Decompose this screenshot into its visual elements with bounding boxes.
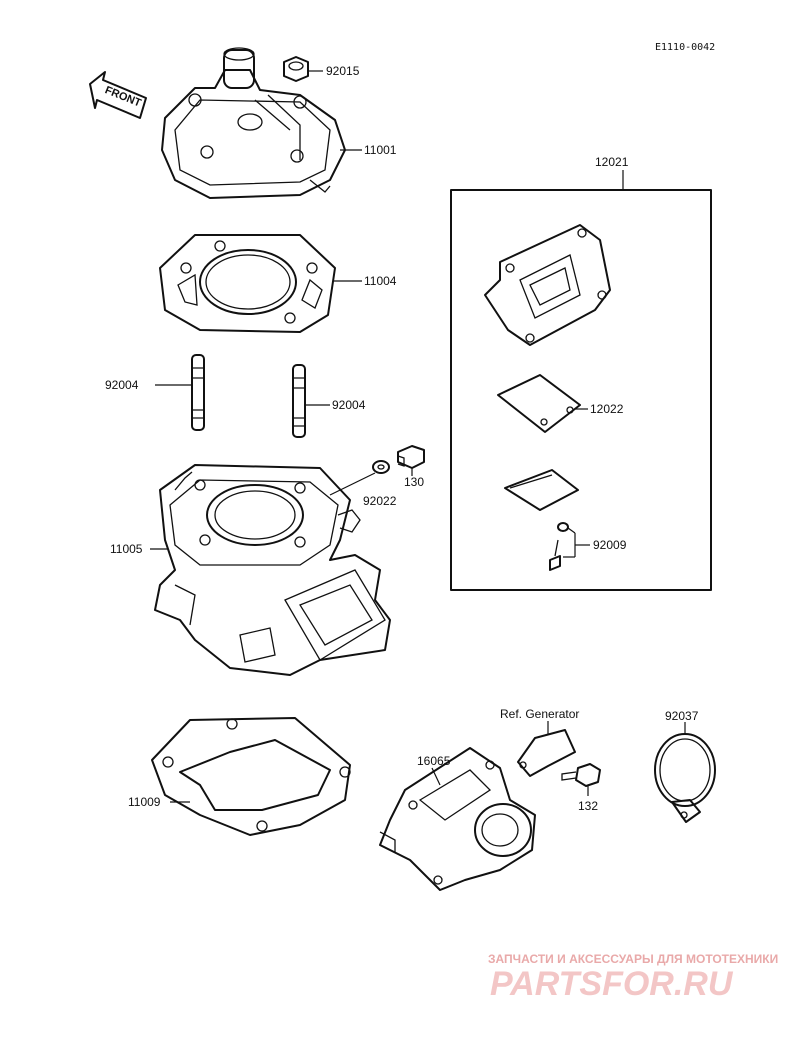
front-arrow-icon: FRONT bbox=[89, 71, 147, 119]
stud-92004-right bbox=[292, 364, 306, 438]
callout-92004-right: 92004 bbox=[332, 398, 366, 412]
clamp-92037 bbox=[654, 733, 716, 823]
callout-12021: 12021 bbox=[595, 155, 629, 169]
callout-11001: 11001 bbox=[364, 143, 397, 157]
callout-11004: 11004 bbox=[364, 274, 397, 288]
callout-92037: 92037 bbox=[665, 709, 699, 723]
reed-stopper bbox=[504, 469, 579, 511]
screw-92009 bbox=[549, 522, 569, 571]
callout-132: 132 bbox=[578, 799, 598, 813]
callout-11005: 11005 bbox=[110, 542, 143, 556]
watermark-line2: PARTSFOR.RU bbox=[490, 965, 734, 1003]
callout-11009: 11009 bbox=[128, 795, 161, 809]
stud-92004-left bbox=[191, 354, 205, 431]
reed-plate-12022 bbox=[497, 374, 581, 433]
bolt-132 bbox=[561, 763, 601, 787]
callout-92015: 92015 bbox=[326, 64, 360, 78]
base-gasket-11009 bbox=[151, 717, 351, 836]
callout-92004-left: 92004 bbox=[105, 378, 139, 392]
head-gasket-11004 bbox=[159, 234, 336, 333]
bolt-130 bbox=[397, 445, 425, 469]
watermark-line1: ЗАПЧАСТИ И АКСЕССУАРЫ ДЛЯ МОТОТЕХНИКИ bbox=[488, 952, 778, 966]
reed-valve-block bbox=[484, 224, 611, 346]
diagram-code: E1110-0042 bbox=[655, 42, 715, 53]
intake-manifold-16065 bbox=[379, 747, 536, 891]
cylinder-head-11001 bbox=[161, 47, 346, 199]
cylinder-11005 bbox=[154, 464, 391, 676]
callout-92009: 92009 bbox=[593, 538, 627, 552]
callout-12022: 12022 bbox=[590, 402, 624, 416]
callout-130: 130 bbox=[404, 475, 424, 489]
nut-92015 bbox=[283, 56, 309, 82]
generator-bracket bbox=[517, 729, 576, 777]
washer-92022 bbox=[372, 460, 390, 474]
callout-16065: 16065 bbox=[417, 754, 451, 768]
callout-92022: 92022 bbox=[363, 494, 397, 508]
callout-ref-generator: Ref. Generator bbox=[500, 707, 579, 721]
reed-valve-box-12021 bbox=[450, 170, 712, 591]
